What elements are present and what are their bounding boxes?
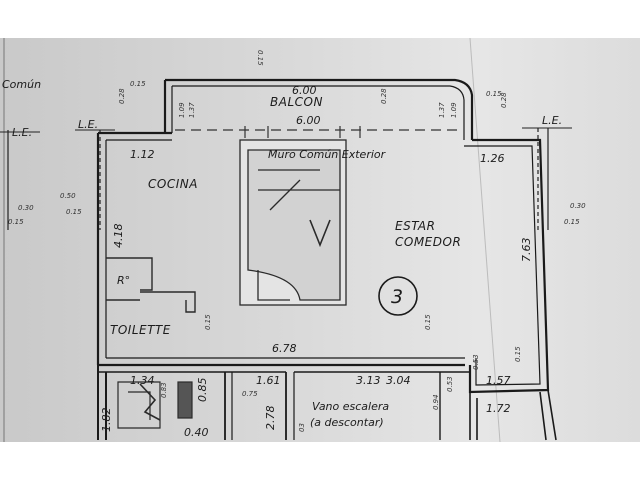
wall-mark-r030: 0.30 — [570, 202, 586, 210]
marker-le-mid: L.E. — [78, 118, 98, 131]
dim-r-172: 1.72 — [486, 402, 511, 415]
marker-le-left: L.E. — [12, 126, 32, 139]
wall-mark-t028-b: 0.28 — [380, 88, 388, 104]
wall-mark-t015-a: 0.15 — [130, 80, 146, 88]
le-ticks — [0, 127, 572, 133]
dim-estar-top: 1.26 — [480, 152, 505, 165]
dim-stair-304: 3.04 — [386, 374, 411, 387]
wall-mark-l015b: 0.15 — [66, 208, 82, 216]
dim-b-040: 0.40 — [184, 426, 209, 439]
dim-stair-313: 3.13 — [356, 374, 381, 387]
label-unit-number: 3 — [391, 286, 403, 308]
label-vano-1: Vano escalera — [312, 400, 389, 413]
lower-stair — [117, 381, 193, 429]
muro-comun-line — [175, 126, 460, 138]
label-comun: Común — [2, 78, 41, 91]
wall-mark-l015: 0.15 — [8, 218, 24, 226]
wall-mark-t028-a: 0.28 — [118, 88, 126, 104]
dim-right-763: 7.63 — [520, 238, 533, 263]
wall-mark-m015-c: 0.15 — [514, 346, 522, 362]
unit-number-circle — [378, 276, 418, 316]
label-muro-comun: Muro Común Exterior — [268, 148, 387, 161]
dim-b-053: 0.53 — [446, 376, 454, 392]
dim-b-075: 0.75 — [242, 390, 258, 398]
dim-b-134: 1.34 — [130, 374, 155, 387]
dim-bottom-678: 6.78 — [272, 342, 297, 355]
marker-le-right: L.E. — [542, 114, 562, 127]
wall-mark-t015-b: 0.15 — [486, 90, 502, 98]
label-estar: ESTAR — [395, 219, 435, 233]
walls — [96, 78, 557, 441]
label-vano-2: (a descontar) — [310, 416, 384, 429]
label-comedor: COMEDOR — [395, 235, 461, 249]
dim-balcon-left-109: 1.09 — [178, 102, 186, 118]
dim-cocina-top: 1.12 — [130, 148, 155, 161]
le-lines — [7, 128, 549, 230]
dim-r-157: 1.57 — [486, 374, 511, 387]
wall-mark-top-015: 0.15 — [256, 50, 264, 66]
stair-core — [239, 139, 347, 306]
wall-mark-m053: 0.53 — [472, 354, 480, 370]
dim-balcon-right-109: 1.09 — [450, 102, 458, 118]
wall-mark-m015-a: 0.15 — [204, 314, 212, 330]
label-toilette: TOILETTE — [110, 323, 171, 337]
wall-mark-l050: 0.50 — [60, 192, 76, 200]
dim-left-418: 4.18 — [112, 224, 125, 249]
wall-mark-l030: 0.30 — [18, 204, 34, 212]
wall-mark-t028-c: 0.28 — [500, 92, 508, 108]
dim-b-161: 1.61 — [256, 374, 281, 387]
wall-mark-r015: 0.15 — [564, 218, 580, 226]
toilette-fixtures — [106, 257, 196, 313]
dim-balcon-right-137: 1.37 — [438, 102, 446, 118]
wall-mark-m015-b: 0.15 — [424, 314, 432, 330]
label-cocina: COCINA — [148, 177, 198, 191]
fold-line — [469, 37, 501, 443]
top-margin — [0, 0, 640, 38]
bottom-margin — [0, 442, 640, 480]
dim-b-085: 0.85 — [196, 378, 209, 403]
dim-balcon-left-137: 1.37 — [188, 102, 196, 118]
dim-b-03: 03 — [298, 423, 306, 432]
dim-b-278: 2.78 — [264, 406, 277, 431]
dim-b-182: 1.82 — [100, 408, 113, 433]
dim-b-094: 0.94 — [432, 394, 440, 410]
dim-balcon-width: 6.00 — [292, 84, 317, 97]
dim-b-083: 0.83 — [160, 382, 168, 398]
label-r: R° — [117, 274, 130, 287]
label-balcon: BALCON — [270, 95, 323, 109]
dim-muro-width: 6.00 — [296, 114, 321, 127]
